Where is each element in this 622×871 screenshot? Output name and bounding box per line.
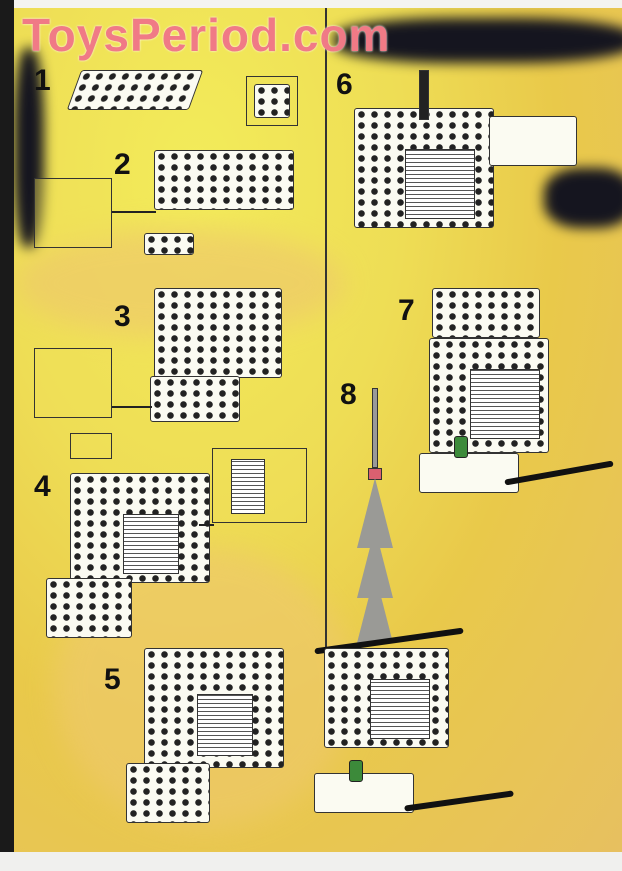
step-number: 3 — [114, 300, 131, 333]
step8-model-base — [314, 773, 414, 813]
step-number: 5 — [104, 663, 121, 696]
part-callout — [212, 448, 307, 523]
step3-model — [154, 288, 282, 378]
black-bar — [504, 460, 614, 486]
black-bar — [404, 790, 514, 812]
column-divider — [325, 8, 327, 648]
step8-model — [324, 648, 449, 748]
shadow — [14, 48, 44, 248]
part-callout — [70, 433, 112, 459]
step-number: 6 — [336, 68, 353, 101]
green-part — [454, 436, 468, 458]
green-part — [349, 760, 363, 782]
step-number: 1 — [34, 64, 51, 97]
step4-model — [70, 473, 210, 583]
cone-part — [357, 573, 393, 643]
step-number: 7 — [398, 294, 415, 327]
shadow — [544, 168, 622, 228]
step6-model — [354, 108, 494, 228]
step2-model-part — [144, 233, 194, 255]
arrow — [199, 524, 214, 526]
watermark: ToysPeriod.com — [22, 9, 391, 61]
step-number: 2 — [114, 148, 131, 181]
antenna-part — [372, 388, 378, 468]
step-number: 4 — [34, 470, 51, 503]
step2-model — [154, 150, 294, 210]
step5-model — [144, 648, 284, 768]
step6-model-arm — [489, 116, 577, 166]
step5-model-part — [126, 763, 210, 823]
shadow — [334, 18, 622, 63]
computer-slope-part — [254, 84, 290, 118]
scan-left-edge — [0, 0, 14, 871]
dish-part — [419, 70, 429, 120]
arrow — [112, 406, 152, 408]
part-callout — [34, 178, 112, 248]
step7-model — [429, 338, 549, 453]
part-callout — [34, 348, 112, 418]
step7-model-top — [432, 288, 540, 338]
step4-model-part — [46, 578, 132, 638]
step-number: 8 — [340, 378, 357, 411]
instruction-page: 1 2 3 4 5 6 7 8 ToysPeriod.com — [14, 8, 622, 854]
arrow — [112, 211, 156, 213]
step3-model-part — [150, 376, 240, 422]
scan-bottom-margin — [0, 852, 622, 871]
plate-model — [66, 70, 204, 110]
step7-model-base — [419, 453, 519, 493]
